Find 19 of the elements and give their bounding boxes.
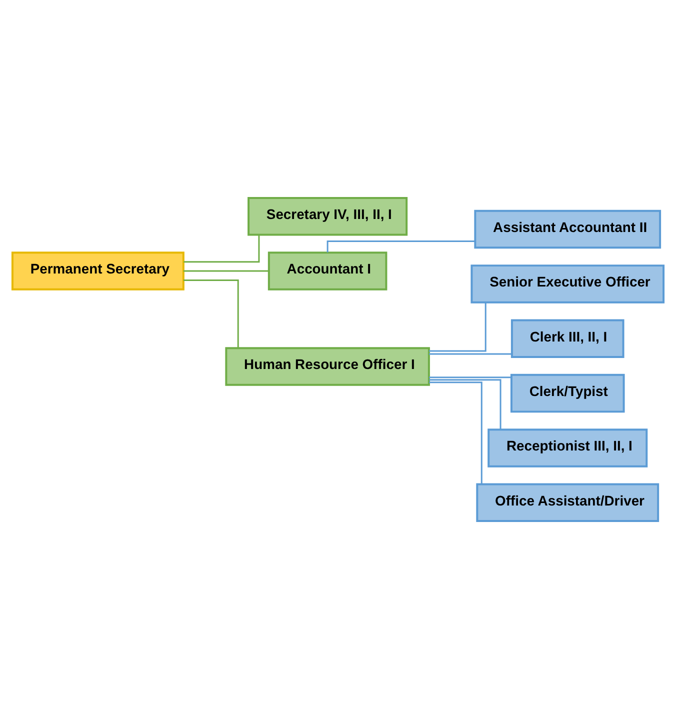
connector <box>429 376 512 378</box>
node-box: Clerk/Typist <box>510 374 625 413</box>
node-box: Office Assistant/Driver <box>476 483 660 522</box>
connector <box>429 302 486 352</box>
node-box: Permanent Secretary <box>11 252 184 290</box>
node-box: Human Resource Officer I <box>225 347 430 386</box>
connector <box>429 382 482 484</box>
node-box: Assistant Accountant II <box>474 210 662 249</box>
connector <box>184 279 239 348</box>
connector <box>429 353 512 355</box>
node-box: Secretary IV, III, II, I <box>248 196 408 236</box>
connector <box>326 240 476 252</box>
node-box: Accountant I <box>268 252 388 290</box>
node-box: Senior Executive Officer <box>470 264 665 304</box>
connector <box>184 234 260 263</box>
node-box: Clerk III, II, I <box>510 319 624 358</box>
connector <box>183 270 269 272</box>
connector <box>429 379 502 430</box>
node-box: Receptionist III, II, I <box>488 428 648 468</box>
